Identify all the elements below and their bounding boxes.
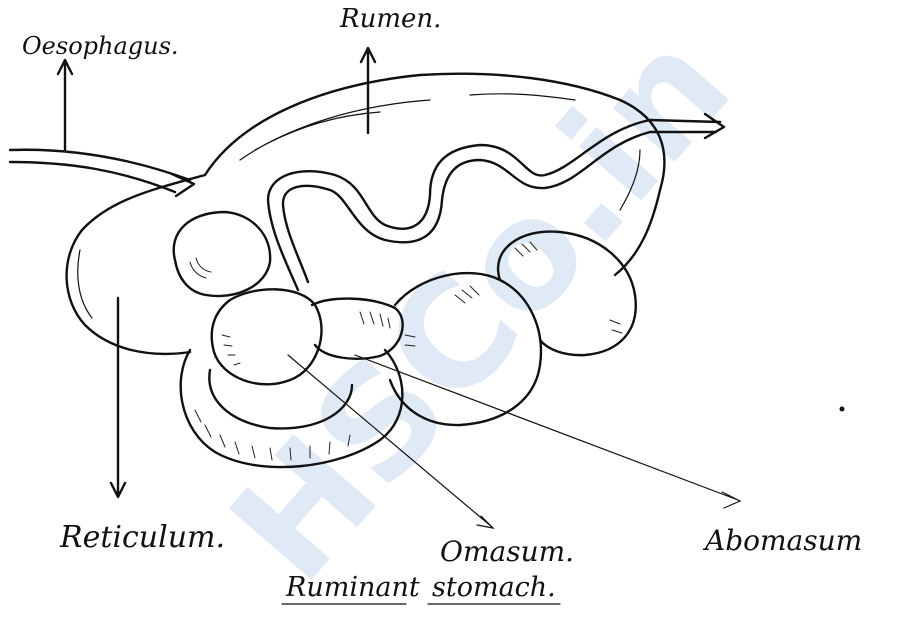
- reticulum-label: Reticulum.: [60, 520, 225, 555]
- upper-small-sac-hatching: [190, 258, 211, 278]
- rumen-pointer: [361, 48, 375, 133]
- stray-dot: [840, 407, 845, 412]
- oesophagus-pointer: [58, 60, 72, 150]
- food-path-exit-arrowhead: [705, 114, 724, 138]
- abomasum-hatching: [405, 242, 622, 346]
- omasum-hatching: [222, 335, 240, 365]
- food-path-outer: [268, 120, 720, 290]
- rumen-outline: [67, 74, 665, 354]
- abomasum-sac: [390, 232, 636, 426]
- middle-lobe-hatching: [360, 312, 390, 328]
- abomasum-pointer: [355, 355, 740, 508]
- reticulum-sac: [181, 350, 403, 467]
- diagram-title-word-1: Ruminant: [286, 572, 420, 603]
- reticulum-inner-ring: [209, 370, 352, 428]
- rumen-label: Rumen.: [340, 4, 441, 34]
- reticulum-pointer: [111, 298, 125, 497]
- upper-small-sac: [174, 212, 270, 296]
- diagram-title-word-2: stomach.: [432, 572, 556, 603]
- middle-lobe: [312, 299, 403, 359]
- oesophagus-label: Oesophagus.: [22, 32, 179, 60]
- omasum-label: Omasum.: [440, 535, 574, 568]
- rumen-shading: [78, 94, 640, 318]
- abomasum-label: Abomasum: [705, 524, 862, 557]
